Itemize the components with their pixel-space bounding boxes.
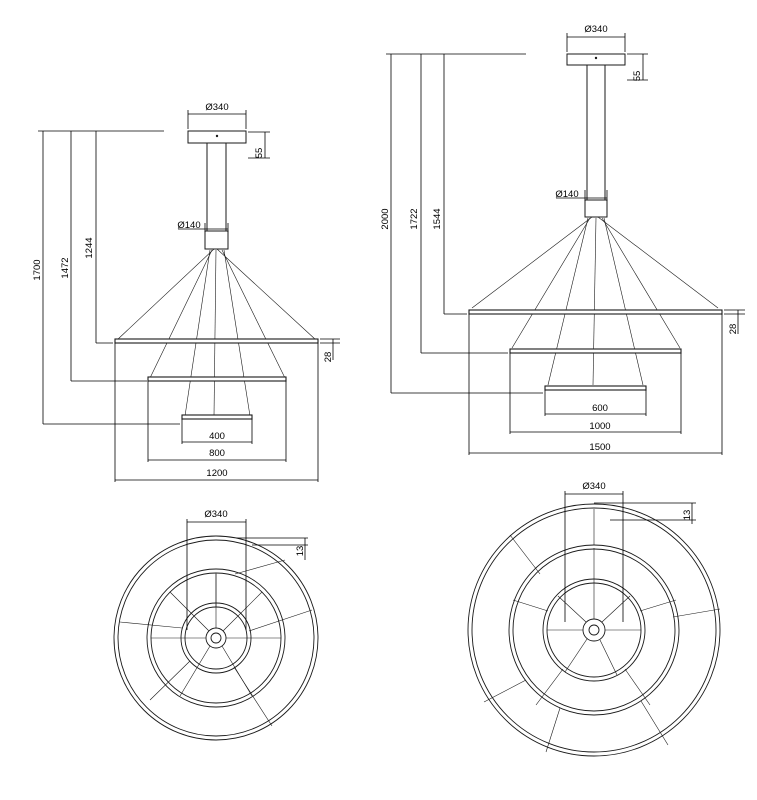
left-stem	[206, 142, 227, 232]
right-canopy-diameter-dim	[566, 33, 626, 52]
left-overall-height-label: 1700	[32, 259, 43, 280]
right-plan-stem	[588, 624, 600, 636]
right-plan-ring-large-outer	[467, 503, 721, 757]
left-canopy-height-dim	[248, 131, 270, 159]
right-height-ring1-label: 1544	[432, 208, 443, 229]
left-plan-ring-medium-outer	[146, 568, 286, 708]
right-stem	[586, 64, 606, 201]
right-ring-medium-label: 1000	[589, 421, 610, 432]
left-plan-ring-large-inner	[117, 539, 315, 737]
right-ring-small-label: 600	[592, 403, 608, 414]
left-ring-small	[181, 414, 253, 420]
left-ring-thickness-label: 28	[323, 352, 334, 363]
right-plan-canopy	[582, 618, 606, 642]
right-canopy-diameter-label: Ø340	[584, 24, 607, 35]
left-ring-small-label: 400	[209, 431, 225, 442]
right-stem-diameter-label: Ø140	[555, 189, 578, 200]
right-overall-height-label: 2000	[380, 208, 391, 229]
right-ring-large-label: 1500	[589, 442, 610, 453]
left-plan-canopy-diameter-label: Ø340	[204, 509, 227, 520]
left-height-ring1-label: 1244	[84, 237, 95, 258]
left-ring-large-label: 1200	[206, 468, 227, 479]
left-ring-medium-label: 800	[209, 448, 225, 459]
left-canopy-height-label: 55	[254, 148, 265, 159]
left-canopy-diameter-label: Ø340	[205, 102, 228, 113]
right-canopy	[566, 53, 626, 66]
right-plan-ring-depth-label: 13	[682, 510, 693, 521]
left-height-ring2-label: 1472	[60, 257, 71, 278]
right-canopy-height-label: 55	[632, 71, 643, 82]
left-elevation-view: Ø340 55 Ø140 1700 1472 1244	[32, 102, 340, 482]
right-ring-width-dims	[468, 314, 723, 455]
left-stem-diameter-label: Ø140	[177, 220, 200, 231]
right-plan-dims	[564, 491, 696, 622]
right-ring-large	[468, 309, 723, 315]
right-plan-view: Ø340 13	[467, 481, 721, 757]
left-plan-spokes	[119, 559, 313, 727]
left-plan-ring-large-outer	[113, 535, 319, 741]
right-ring-medium	[509, 348, 682, 354]
left-stem-collar	[204, 230, 229, 250]
right-canopy-height-dim	[627, 53, 648, 81]
right-plan-canopy-diameter-label: Ø340	[582, 481, 605, 492]
right-ring-small	[544, 385, 647, 391]
left-suspension-wires	[116, 248, 317, 417]
right-suspension-wires	[471, 216, 719, 386]
right-height-ring2-label: 1722	[409, 208, 420, 229]
right-ring-thickness-dim	[724, 309, 745, 334]
left-plan-ring-depth-label: 13	[295, 546, 306, 557]
right-plan-spokes	[483, 509, 721, 753]
left-stem-diameter-dim	[178, 223, 229, 232]
left-ring-medium	[147, 376, 287, 382]
left-ring-large	[114, 338, 319, 344]
right-ring-thickness-label: 28	[728, 324, 739, 335]
right-height-dims	[386, 53, 543, 394]
left-ring-width-dims	[114, 343, 319, 482]
right-elevation-view: Ø340 55 Ø140 2000 1722 1544	[380, 24, 745, 455]
right-plan-ring-large-inner	[471, 507, 717, 753]
right-stem-diameter-dim	[556, 190, 608, 201]
left-plan-dims	[186, 519, 308, 630]
left-canopy-diameter-dim	[187, 110, 247, 129]
left-height-dims	[38, 130, 180, 425]
left-plan-stem	[210, 632, 222, 644]
left-plan-view: Ø340 13	[113, 509, 319, 741]
left-ring-thickness-dim	[320, 338, 340, 360]
right-stem-collar	[584, 199, 608, 218]
